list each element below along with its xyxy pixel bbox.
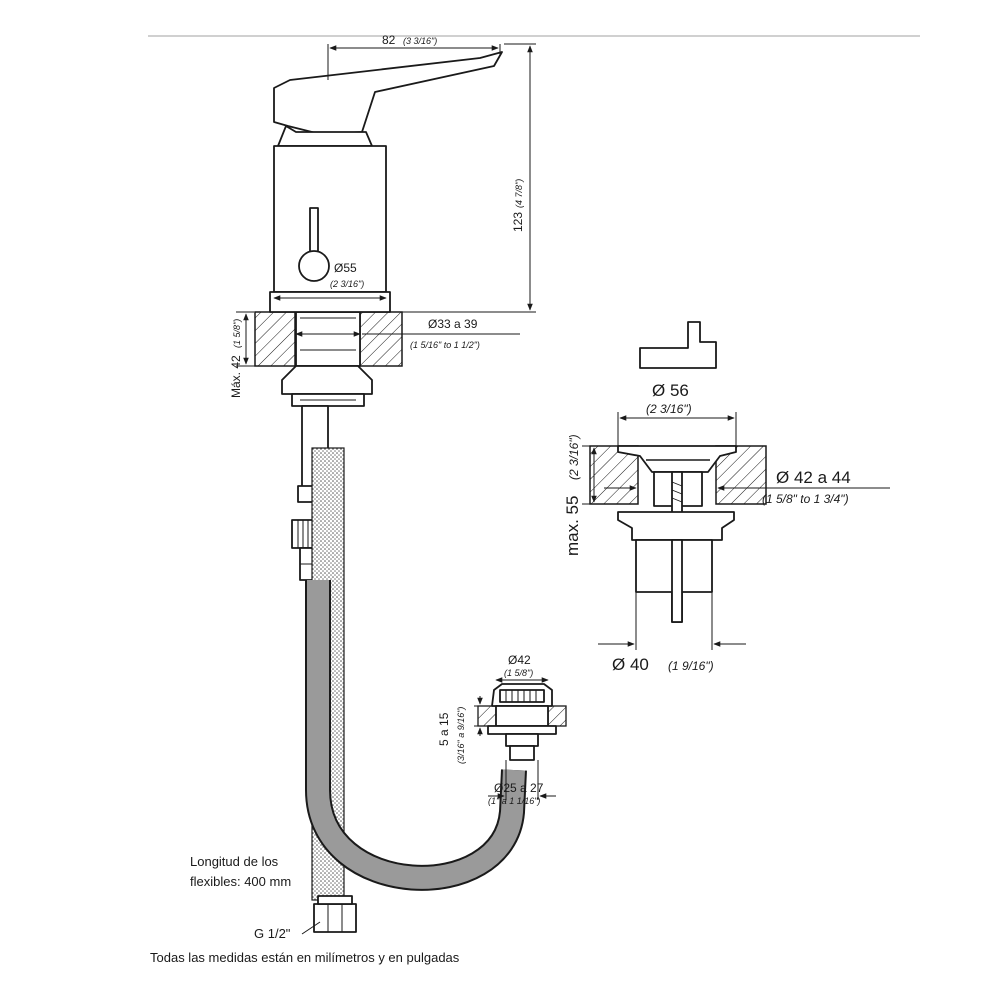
faucet-hole-label-in: (1 5/16" to 1 1/2") [410, 340, 480, 350]
faucet-height-label-in: (4 7/8") [514, 179, 524, 208]
hose-length-line2: flexibles: 400 mm [190, 874, 291, 889]
valve-hole-label-in: (1" a 1 1/16") [488, 796, 540, 806]
valve-top-label-in: (1 5/8") [504, 668, 533, 678]
valve-top-label: Ø42 [508, 653, 531, 667]
faucet-hole-label: Ø33 a 39 [428, 317, 478, 331]
valve-hole-label: Ø25 a 27 [494, 781, 544, 795]
drain-drawing [589, 321, 767, 623]
footer-note: Todas las medidas están en milímetros y … [150, 950, 460, 965]
drain-knob [639, 321, 717, 369]
drain-hole-label-in: (1 5/8" to 1 3/4") [762, 492, 849, 506]
hose-length-line1: Longitud de los [190, 854, 279, 869]
faucet-base-label-in: (2 3/16") [330, 279, 364, 289]
faucet-indicator-dot [298, 250, 330, 282]
drain-top-label-in: (2 3/16") [646, 402, 692, 416]
faucet-indicator-icon [309, 207, 319, 255]
faucet-deck-right [359, 311, 403, 367]
flexible-hose [305, 580, 527, 891]
valve-deck-label-in: (3/16" a 9/16") [456, 707, 466, 764]
drain-hole-label: Ø 42 a 44 [776, 468, 851, 487]
faucet-deck-label-in: (1 5/8") [232, 319, 242, 348]
faucet-drawing [254, 51, 503, 581]
faucet-width-label-in: (3 3/16") [403, 36, 437, 46]
hose-thread-label: G 1/2" [254, 926, 291, 941]
small-valve-drawing [477, 683, 567, 761]
faucet-base-label: Ø55 [334, 261, 357, 275]
faucet-deck-label: Máx. 42 [229, 355, 243, 398]
faucet-body [273, 145, 387, 293]
hoses [305, 447, 527, 933]
faucet-lever [273, 51, 503, 135]
faucet-height-label: 123 [511, 212, 525, 232]
drain-head [617, 445, 737, 473]
hex-connector [313, 903, 357, 933]
drain-depth-label: max. 55 [563, 496, 582, 556]
dimension-lines [236, 43, 890, 935]
drain-depth-label-in: (2 3/16") [567, 434, 581, 480]
faucet-deck-left [254, 311, 296, 367]
drain-top-label: Ø 56 [652, 381, 689, 400]
valve-deck-label: 5 a 15 [437, 712, 451, 746]
faucet-width-label: 82 [382, 33, 396, 47]
drain-bottom-label-in: (1 9/16") [668, 659, 714, 673]
drain-bottom-label: Ø 40 [612, 655, 649, 674]
faucet-base [269, 291, 391, 313]
